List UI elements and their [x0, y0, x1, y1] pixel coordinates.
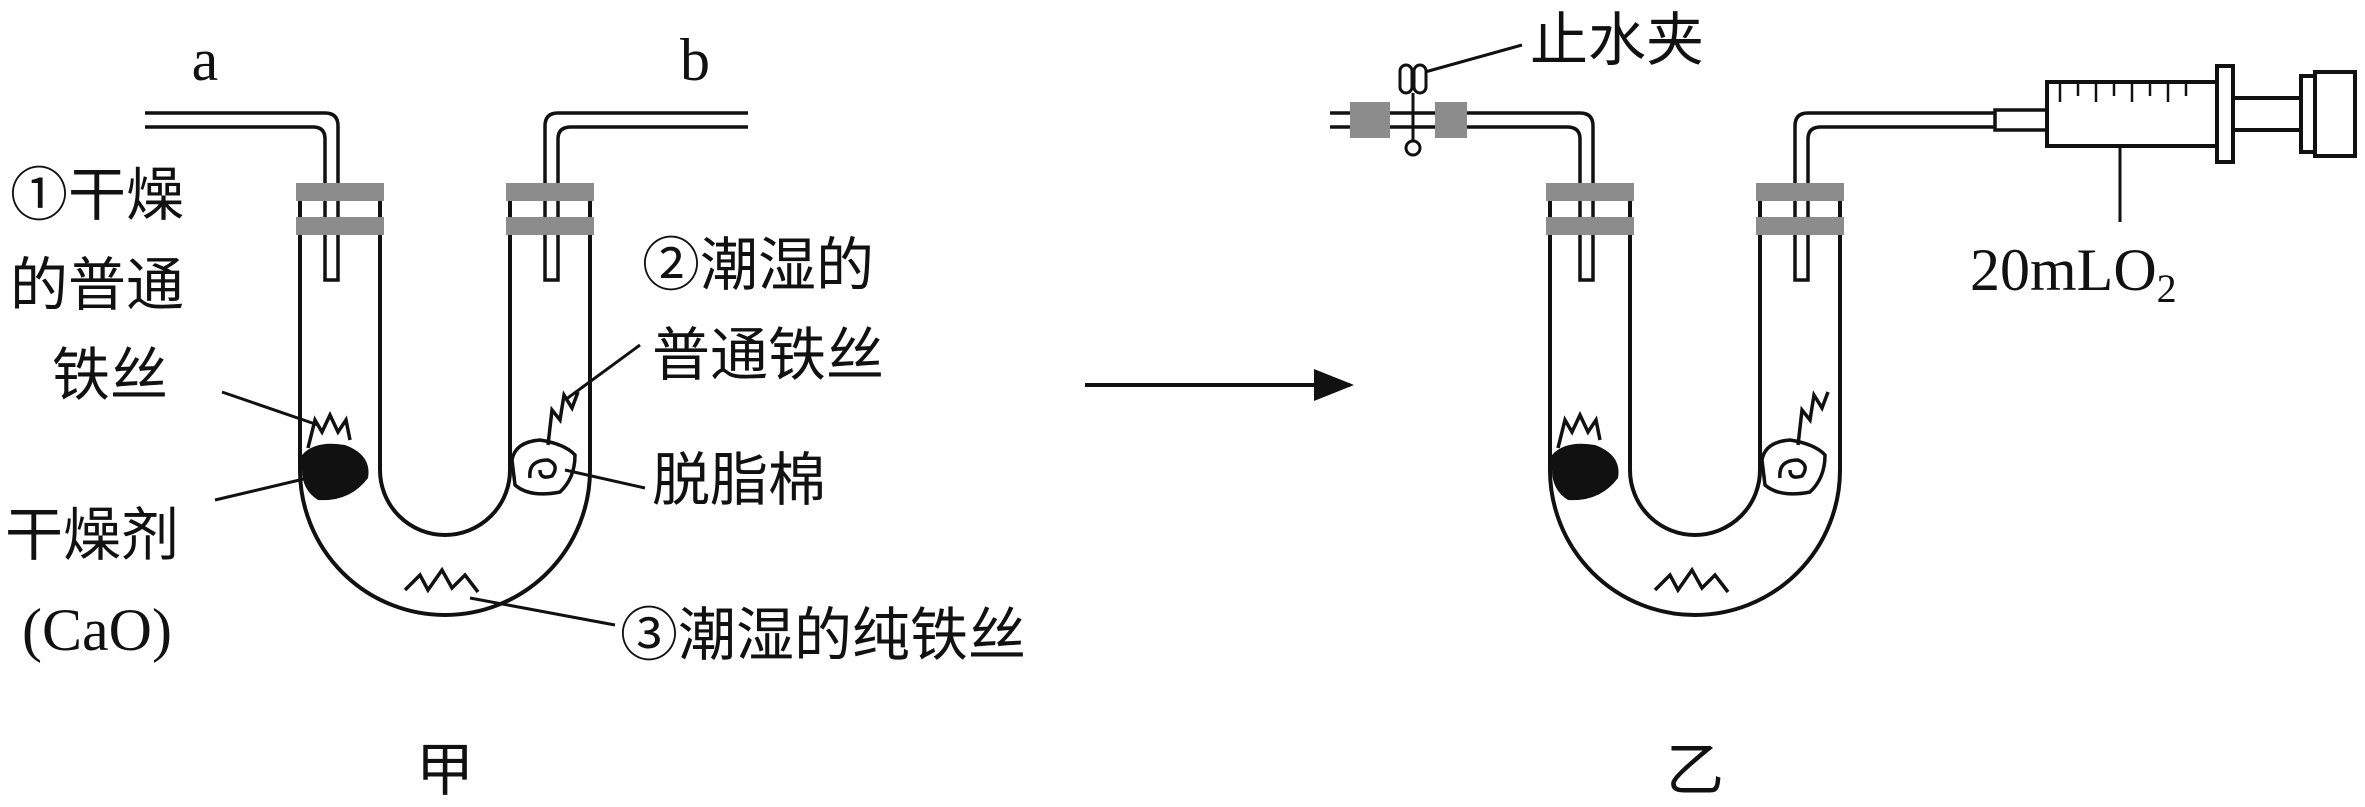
iron-wire-2 [546, 390, 580, 446]
port-b-label: b [680, 27, 710, 93]
stopper-right [506, 183, 594, 235]
port-a-label: a [192, 27, 219, 93]
label-syringe: 20mLO2 [1970, 237, 2177, 311]
iron-wire-1 [306, 410, 352, 449]
label-desiccant-line1: 干燥剂 [5, 501, 179, 569]
cotton-wad-yi [1760, 438, 1827, 496]
stopper-right-yi [1756, 183, 1844, 235]
label-1-line1: ①干燥 [10, 161, 184, 229]
label-2-line2: 普通铁丝 [652, 321, 884, 389]
label-1-line2: 的普通 [10, 251, 184, 319]
stopper-left-yi [1546, 183, 1634, 235]
u-tube-jia [298, 200, 592, 617]
leader-wire-2 [564, 343, 641, 402]
label-clamp: 止水夹 [1530, 6, 1704, 74]
label-syringe-main: 20mLO [1970, 237, 2157, 303]
label-2-line1: ②潮湿的 [642, 231, 874, 299]
leader-cotton [564, 468, 646, 490]
label-desiccant-line2: (CaO) [22, 597, 172, 663]
leader-clamp [1424, 43, 1523, 74]
syringe [1993, 64, 2357, 222]
iron-wire-1-yi [1556, 410, 1602, 449]
water-clamp [1350, 63, 1467, 157]
caption-yi: 乙 [1666, 736, 1724, 804]
caption-jia: 甲 [416, 736, 474, 804]
label-3: ③潮湿的纯铁丝 [620, 601, 1026, 669]
iron-wire-3 [403, 566, 480, 594]
leader-wire-1 [221, 390, 319, 427]
leader-desiccant [214, 476, 309, 502]
stopper-left [296, 183, 384, 235]
cotton-wad [510, 438, 577, 496]
leader-wire-3 [469, 596, 616, 627]
figure-yi: 止水夹 [1330, 6, 2357, 804]
iron-wire-3-yi [1653, 566, 1730, 594]
label-syringe-sub: 2 [2157, 266, 2177, 311]
desiccant-lump [302, 443, 369, 501]
u-tube-yi [1548, 200, 1842, 617]
figure-jia: a b [5, 27, 1026, 804]
label-1-line3: 铁丝 [52, 341, 168, 409]
desiccant-lump-yi [1552, 443, 1619, 501]
label-cotton: 脱脂棉 [652, 446, 826, 514]
iron-wire-2-yi [1796, 390, 1830, 446]
